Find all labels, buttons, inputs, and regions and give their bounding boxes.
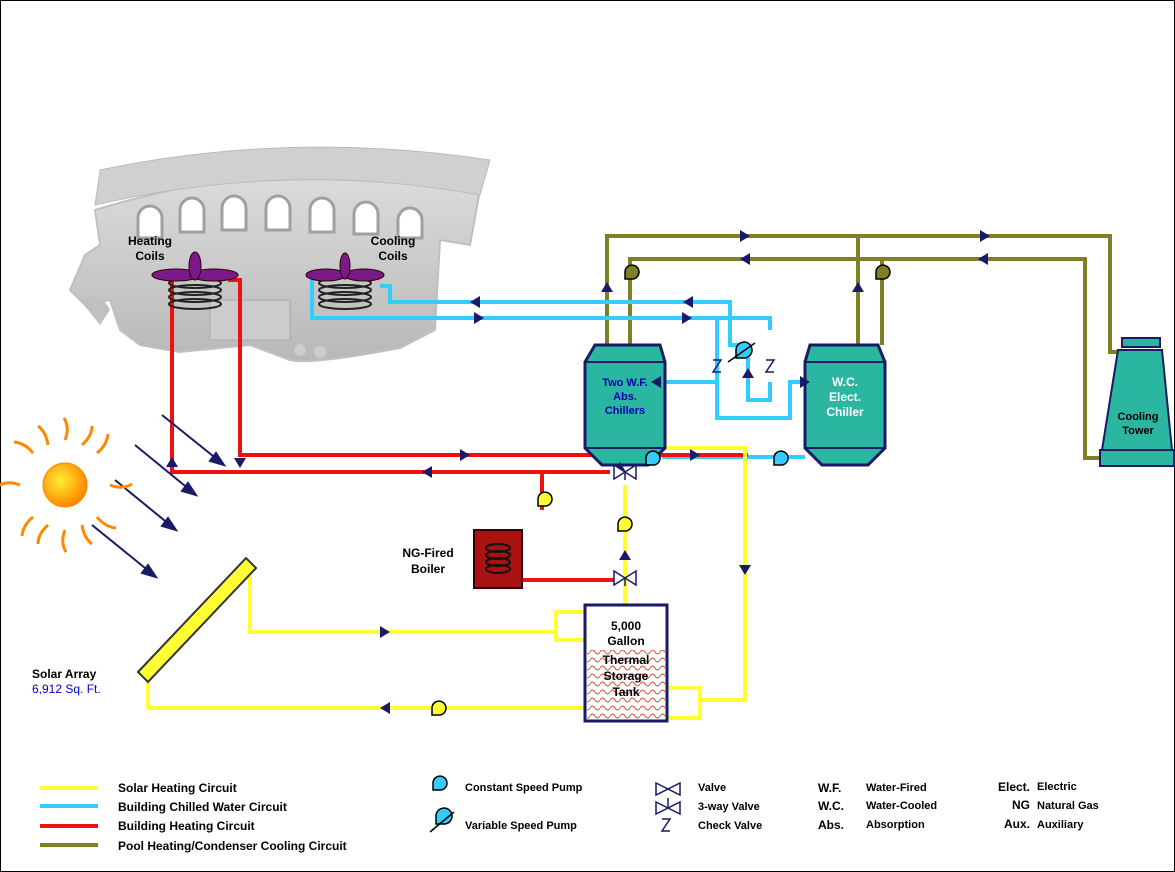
valve-icon [655,781,681,797]
chillers-wf-label-1: Two W.F. [602,377,648,389]
abbr-abs: Abs. [818,818,844,832]
tank-label-4: Storage [604,669,649,683]
abbr-wc: W.C. [818,799,844,813]
cooling-coil [305,252,385,310]
chiller-wc-label-3: Chiller [826,405,864,419]
legend-variable-pump: Variable Speed Pump [465,820,577,832]
abbr-aux-meaning: Auxiliary [1037,819,1084,831]
chiller-wc-label-2: Elect. [829,390,861,404]
check-valve-icon [660,818,672,832]
chiller-wc-label-1: W.C. [832,375,858,389]
tank-label-2: Gallon [607,634,644,648]
legend-constant-pump: Constant Speed Pump [465,782,583,794]
abbr-elect-meaning: Electric [1037,781,1077,793]
chillers-wf-label-3: Chillers [605,405,645,417]
solar-array-label: Solar Array [32,667,97,681]
three-way-valve-icon [655,798,681,816]
variable-pump-icon [429,807,455,833]
boiler-label-1: NG-Fired [402,546,453,560]
cooling-coils-label-1: Cooling [371,234,416,248]
legend-check: Check Valve [698,820,762,832]
boiler-label-2: Boiler [411,562,445,576]
cooling-tower-label-1: Cooling [1118,411,1159,423]
legend-heating: Building Heating Circuit [118,819,255,833]
tank-label-1: 5,000 [611,619,641,633]
abbr-wf: W.F. [818,781,841,795]
heating-coils-label-1: Heating [128,234,172,248]
heating-coils-label-2: Coils [135,249,165,263]
abbr-elect: Elect. [998,780,1030,794]
chillers-wf-label-2: Abs. [613,391,637,403]
valve-icons [613,463,637,587]
legend-chilled: Building Chilled Water Circuit [118,800,287,814]
abbr-wc-meaning: Water-Cooled [866,800,937,812]
tank-label-5: Tank [612,685,639,699]
abbr-ng-meaning: Natural Gas [1037,800,1099,812]
heating-coil [151,251,239,310]
check-valves [711,359,776,373]
constant-pump-icon [432,775,448,791]
solar-area-label: 6,912 Sq. Ft. [32,682,101,696]
flow-arrows [166,230,990,714]
building-illustration [68,146,491,363]
electric-chiller [803,343,887,467]
abbr-abs-meaning: Absorption [866,819,925,831]
cooling-tower [1099,337,1175,467]
tank-label-3: Thermal [603,653,650,667]
cooling-coils-label-2: Coils [378,249,408,263]
abbr-ng: NG [1012,798,1030,812]
pump-icons [431,264,891,716]
legend-pool: Pool Heating/Condenser Cooling Circuit [118,839,347,853]
solar-panel [136,556,258,684]
component-labels: Heating Coils Cooling Coils Two W.F. Abs… [32,234,1158,699]
sunlight-arrows [91,414,227,579]
abbr-wf-meaning: Water-Fired [866,782,927,794]
boiler [473,529,523,589]
legend-valve: Valve [698,782,726,794]
abbr-aux: Aux. [1004,817,1030,831]
legend-solar: Solar Heating Circuit [118,781,237,795]
legend: Solar Heating Circuit Building Chilled W… [40,775,1099,853]
thermal-storage-tank [583,603,669,723]
cooling-tower-label-2: Tower [1122,425,1154,437]
sun-icon [0,417,133,553]
legend-three-way: 3-way Valve [698,801,760,813]
